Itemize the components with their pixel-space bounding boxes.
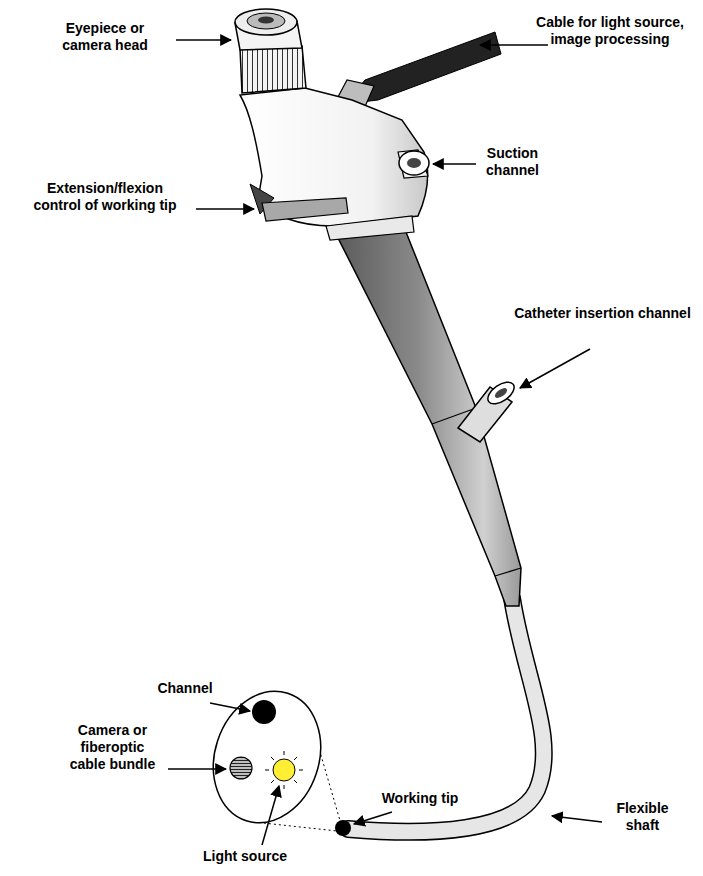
eyepiece-lens: [247, 13, 285, 29]
flexible-shaft-outline: [348, 598, 544, 832]
leader-arrow: [520, 349, 590, 388]
inset-guide: [318, 745, 341, 824]
knurled-ring: [240, 46, 306, 93]
shaft-joint: [495, 568, 521, 576]
part-label: Suction channel: [470, 145, 555, 179]
leader-arrow: [262, 786, 279, 845]
camera-bundle: [230, 757, 252, 779]
leader-arrow: [210, 703, 250, 711]
part-label: Eyepiece or camera head: [45, 20, 165, 54]
leader-arrow: [196, 208, 254, 210]
leader-arrow: [552, 816, 602, 822]
catheter-port-opening: [484, 378, 518, 408]
catheter-port-hole: [493, 386, 508, 400]
part-label: Camera or fiberoptic cable bundle: [65, 722, 160, 773]
part-label: Extension/flexion control of working tip: [30, 180, 180, 214]
control-body: [240, 88, 428, 226]
channel-opening: [252, 700, 276, 724]
part-label: Flexible shaft: [600, 800, 685, 834]
insertion-shaft: [335, 222, 521, 606]
part-label: Cable for light source, image processing: [535, 14, 685, 48]
light-source: [273, 759, 295, 781]
leader-arrow: [176, 39, 231, 41]
part-label: Light source: [180, 848, 310, 865]
working-tip: [335, 820, 351, 836]
eyepiece-top: [235, 9, 297, 35]
leader-arrow: [433, 163, 476, 165]
part-label: Working tip: [365, 790, 475, 807]
suction-port: [398, 150, 428, 178]
leader-arrow: [480, 44, 548, 46]
tip-face: [197, 677, 337, 837]
suction-port-hole: [407, 158, 421, 168]
eyepiece-pupil: [258, 17, 274, 24]
flexible-shaft: [348, 598, 544, 832]
part-label: Channel: [140, 680, 230, 697]
leader-arrows: [168, 40, 602, 845]
part-label: Catheter insertion channel: [510, 305, 695, 322]
body-collar: [326, 216, 414, 240]
suction-port-opening: [399, 151, 429, 175]
light-rays: [265, 751, 303, 789]
control-lever: [262, 198, 348, 221]
leader-arrow: [354, 812, 392, 824]
leader-arrow: [168, 768, 226, 770]
